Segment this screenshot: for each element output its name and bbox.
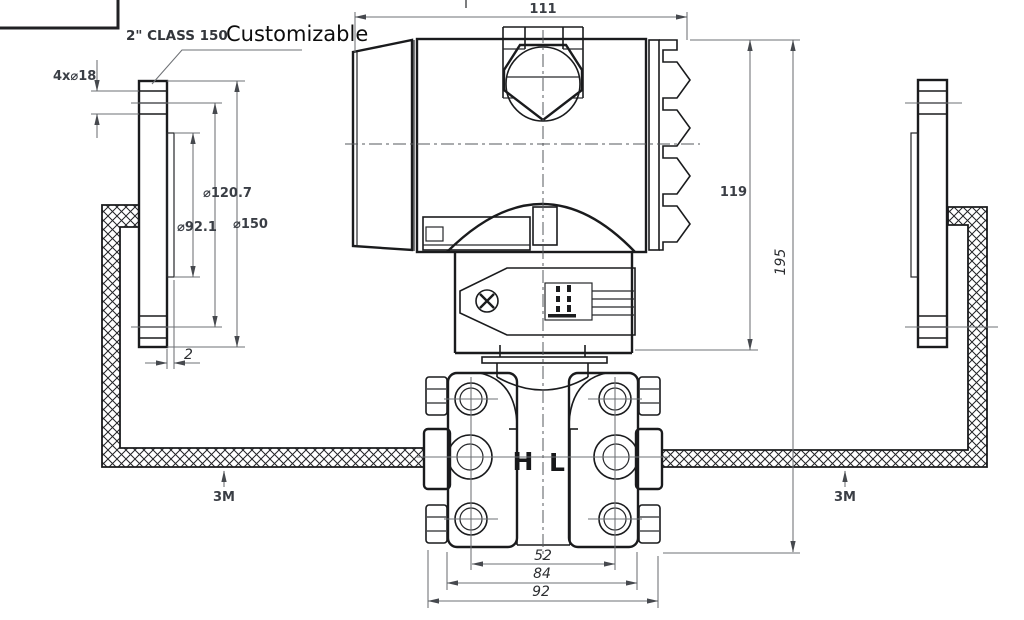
dim-92-label: 92 <box>532 584 550 600</box>
nameplate-screw <box>475 289 499 313</box>
nameplate-fine-print <box>548 285 576 318</box>
pipe-right-annotation: 3M <box>834 470 856 505</box>
sensor-neck <box>453 253 636 355</box>
hex-bolt-heads <box>425 376 661 544</box>
drawing-border-fragment <box>0 0 467 30</box>
dim-84: 84 <box>446 552 638 590</box>
port-low-label: L <box>549 448 565 477</box>
housing-body <box>415 37 648 254</box>
right-flange <box>905 78 998 349</box>
process-manifold: H L <box>416 345 670 570</box>
dim-119: 119 <box>635 39 800 351</box>
pipe-left-shape <box>101 204 425 468</box>
dim-92: 92 <box>427 550 659 608</box>
manifold-top-plate <box>481 356 608 364</box>
cable-gland <box>502 26 584 122</box>
flange-annotation: 2" CLASS 150 Customizable <box>126 22 368 85</box>
impulse-pipe-right <box>661 206 988 468</box>
dim-195-label: 195 <box>773 249 789 276</box>
nameplate-text-box <box>544 282 593 321</box>
neck-dome <box>446 202 636 253</box>
transmitter-housing <box>351 26 691 254</box>
side-port-left <box>422 427 452 491</box>
dim-bolt-circle-label: ⌀120.7 <box>203 186 252 201</box>
dim-bolt-holes: 4x⌀18 <box>53 60 139 138</box>
ribbed-end-cover <box>648 39 691 251</box>
pipe-left-annotation: 3M <box>213 470 235 505</box>
neck-boss <box>532 206 558 246</box>
nameplate-louvers <box>592 290 634 316</box>
dim-raised-face-label: ⌀92.1 <box>177 220 217 235</box>
customizable-label: Customizable <box>226 22 368 46</box>
left-flange <box>137 79 175 349</box>
terminal-tag <box>422 216 531 251</box>
dim-bolt-holes-label: 4x⌀18 <box>53 69 96 84</box>
dim-flange-od-label: ⌀150 <box>233 217 268 232</box>
nameplate <box>459 267 636 336</box>
pipe-right-shape <box>661 206 988 468</box>
impulse-pipe-left <box>101 204 425 468</box>
pipe-right-label: 3M <box>834 490 856 505</box>
dim-111: 111 <box>354 2 688 52</box>
cooling-ribs <box>659 39 691 251</box>
raised-face <box>910 132 919 278</box>
dim-raised-face-thickness: 2 <box>145 280 200 369</box>
flange-body <box>916 78 949 349</box>
flange-body <box>137 79 169 349</box>
dim-84-label: 84 <box>533 566 551 582</box>
port-high-label: H <box>513 447 534 476</box>
dim-flange-diameters: ⌀120.7 ⌀92.1 ⌀150 <box>131 80 268 348</box>
dim-119-label: 119 <box>720 185 747 200</box>
dim-thickness-label: 2 <box>184 347 193 363</box>
hex-plug <box>502 43 584 122</box>
side-port-right <box>634 427 664 491</box>
dim-195: 195 <box>663 39 800 554</box>
diaphragm-arc <box>496 376 589 391</box>
dim-111-label: 111 <box>529 2 556 17</box>
flange-rating-label: 2" CLASS 150 <box>126 28 228 44</box>
pipe-left-label: 3M <box>213 490 235 505</box>
dim-52-label: 52 <box>534 548 552 564</box>
dim-52: 52 <box>471 548 616 567</box>
raised-face <box>166 132 175 278</box>
left-end-cover <box>351 38 414 252</box>
